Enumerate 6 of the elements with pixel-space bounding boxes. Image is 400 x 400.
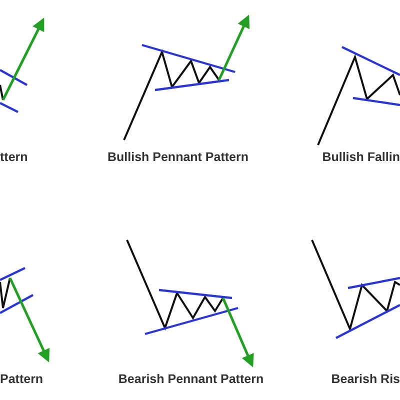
pattern-caption: Bullish Pennant Pattern: [108, 150, 248, 164]
pattern-caption: Pattern: [0, 372, 44, 386]
pattern-caption: Bearish Pennant Pattern: [118, 372, 264, 386]
pattern-caption: Bullish Fallin: [322, 150, 400, 164]
pattern-caption: Bearish Ris: [331, 372, 400, 386]
pattern-caption: ttern: [0, 150, 28, 164]
